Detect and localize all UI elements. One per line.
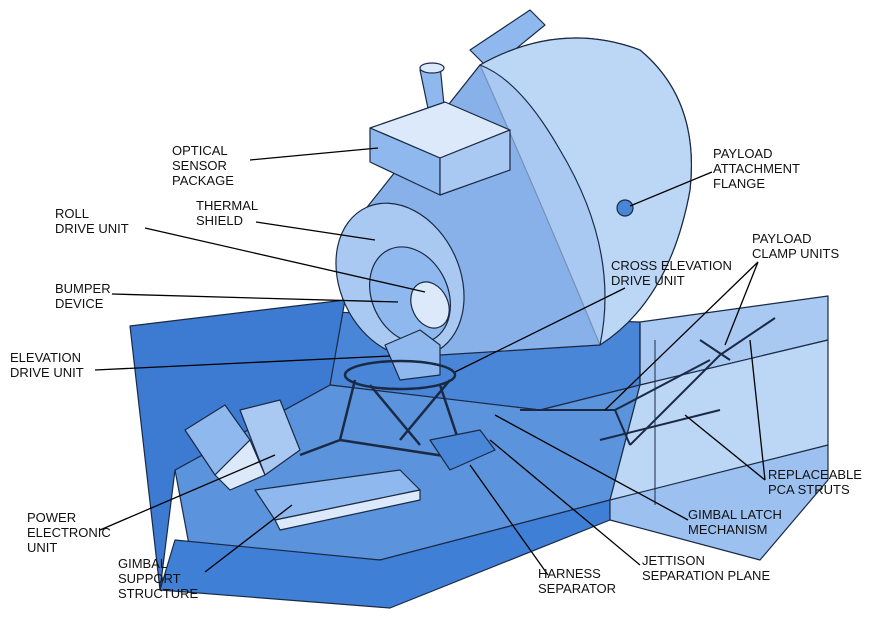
label-line: REPLACEABLE — [768, 467, 862, 482]
label-line: GIMBAL LATCH — [688, 507, 782, 522]
label-line: BUMPER — [55, 281, 111, 296]
label-line: ELECTRONIC — [27, 525, 111, 540]
label-line: DRIVE UNIT — [10, 365, 84, 380]
label-line: PCA STRUTS — [768, 482, 850, 497]
leader-lines — [94, 147, 766, 576]
label-line: DEVICE — [55, 296, 104, 311]
label-line: SEPARATION PLANE — [642, 568, 771, 583]
label-line: PAYLOAD — [752, 231, 812, 246]
label-line: ELEVATION — [10, 350, 82, 365]
label-line: FLANGE — [713, 176, 766, 191]
label-line: HARNESS — [538, 566, 601, 581]
label-line: PAYLOAD — [713, 146, 773, 161]
payload-attachment-flange — [616, 199, 634, 217]
label-line: PACKAGE — [172, 173, 234, 188]
label-line: GIMBAL — [118, 556, 168, 571]
elevation-drive-unit — [384, 329, 441, 381]
label-line: SENSOR — [172, 158, 227, 173]
label-line: SUPPORT — [118, 571, 181, 586]
label-line: STRUCTURE — [118, 586, 199, 601]
label-line: CROSS ELEVATION — [611, 258, 732, 273]
label-line: SHIELD — [196, 213, 243, 228]
label-line: OPTICAL — [172, 143, 228, 158]
label-line: UNIT — [27, 540, 58, 555]
label-line: SEPARATOR — [538, 581, 617, 596]
label-line: POWER — [27, 510, 77, 525]
gimbal-latch — [429, 429, 496, 471]
label-line: THERMAL — [196, 198, 259, 213]
label-line: CLAMP UNITS — [752, 246, 840, 261]
label-line: ATTACHMENT — [713, 161, 800, 176]
label-line: DRIVE UNIT — [611, 273, 685, 288]
bay-front-lip-right — [609, 444, 829, 561]
label-line: DRIVE UNIT — [55, 221, 129, 236]
label-line: JETTISON — [642, 553, 705, 568]
label-line: ROLL — [55, 206, 89, 221]
label-line: MECHANISM — [688, 522, 768, 537]
